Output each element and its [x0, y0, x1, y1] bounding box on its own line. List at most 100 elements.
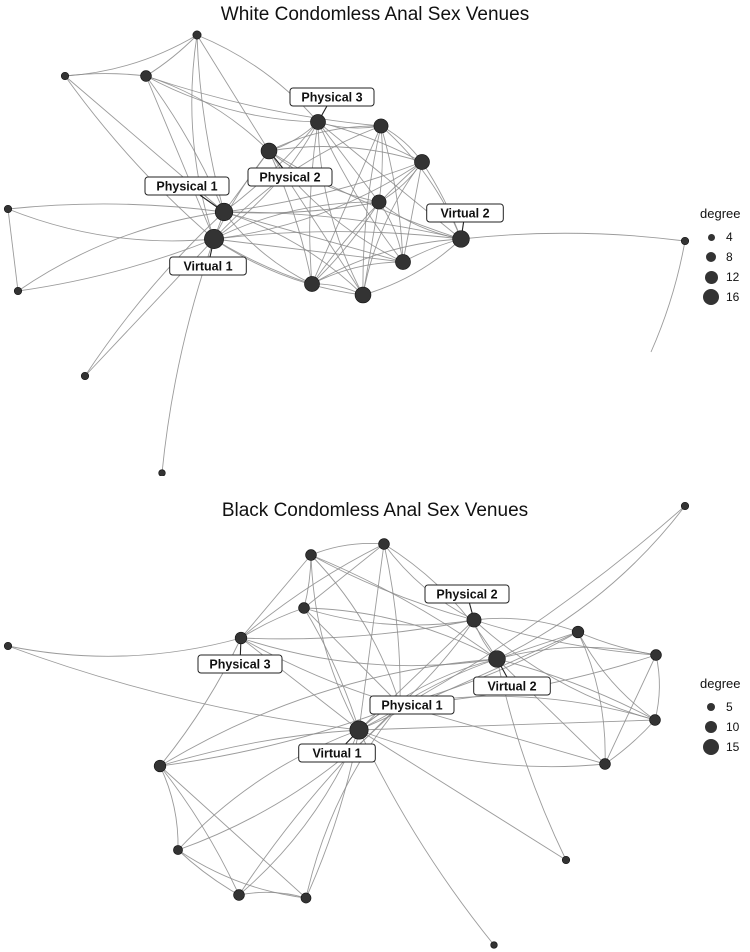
network-node — [680, 501, 690, 511]
network-node — [371, 194, 387, 210]
node-label-text: Virtual 1 — [312, 747, 361, 761]
network-edge — [303, 607, 498, 660]
network-node — [80, 371, 90, 381]
network-node — [378, 538, 390, 550]
network-edge — [473, 619, 656, 721]
white-legend-title: degree — [700, 206, 741, 221]
network-node — [158, 469, 166, 476]
white-legend-row: 12 — [700, 267, 740, 287]
node-label: Physical 2 — [247, 167, 333, 187]
network-edge — [145, 75, 319, 123]
network-edge — [238, 891, 307, 899]
network-edge — [378, 125, 383, 203]
network-node — [649, 714, 661, 726]
network-edge — [311, 161, 423, 285]
network-edge — [64, 73, 147, 77]
node-label-text: Virtual 1 — [183, 260, 232, 274]
network-edge — [7, 203, 225, 213]
network-edge — [213, 161, 423, 240]
network-node — [599, 758, 611, 770]
network-edge — [240, 554, 312, 639]
network-edge — [238, 704, 401, 896]
network-node — [414, 154, 430, 170]
network-node — [13, 286, 23, 296]
network-edge — [159, 765, 240, 896]
node-label-box — [169, 256, 247, 276]
network-node — [140, 70, 152, 82]
network-edge — [213, 238, 404, 263]
network-node — [488, 650, 506, 668]
black-legend-label: 15 — [726, 740, 740, 754]
network-edge — [223, 211, 364, 296]
network-node — [310, 114, 326, 130]
network-edge — [473, 619, 657, 656]
black-degree-legend: degree 5 10 15 — [700, 676, 740, 757]
node-label: Physical 3 — [289, 87, 375, 107]
network-node — [373, 118, 389, 134]
network-edge — [159, 658, 498, 767]
network-edge — [496, 646, 657, 660]
network-edge — [303, 607, 475, 626]
node-label-text: Virtual 2 — [487, 680, 536, 694]
network-edge — [496, 658, 656, 721]
network-edge — [7, 208, 215, 242]
network-edge — [240, 637, 498, 667]
network-node — [260, 142, 278, 160]
node-label-text: Physical 3 — [209, 658, 270, 672]
node-label-text: Physical 2 — [436, 588, 497, 602]
node-label: Physical 2 — [424, 584, 510, 604]
node-label-text: Physical 2 — [259, 171, 320, 185]
node-label-text: Physical 3 — [301, 91, 362, 105]
network-node — [650, 649, 662, 661]
legend-dot-xlarge — [703, 289, 719, 305]
network-node — [3, 641, 13, 651]
network-edge — [496, 658, 606, 765]
white-network-title: White Condomless Anal Sex Venues — [220, 4, 530, 25]
node-label-box — [144, 176, 230, 196]
black-network-panel: Black Condomless Anal Sex Venues Physica… — [0, 476, 750, 952]
network-node — [304, 276, 320, 292]
black-legend-label: 5 — [726, 700, 733, 714]
network-edge — [358, 729, 606, 768]
network-edge — [64, 34, 198, 77]
network-edge — [362, 125, 382, 296]
network-edge — [240, 543, 385, 639]
node-label-text: Physical 1 — [156, 180, 217, 194]
white-legend-label: 16 — [726, 290, 740, 304]
network-edge — [7, 637, 242, 657]
network-edge — [380, 125, 462, 240]
network-edge — [223, 161, 423, 213]
network-node — [173, 845, 183, 855]
network-edge — [145, 34, 198, 77]
white-legend-row: 4 — [700, 227, 740, 247]
network-node — [571, 625, 585, 639]
network-node — [60, 71, 70, 81]
node-label-box — [426, 203, 504, 223]
network-edge — [268, 150, 462, 240]
network-edge — [362, 201, 380, 296]
white-legend-row: 8 — [700, 247, 740, 267]
node-label-box — [369, 695, 455, 715]
node-label-text: Virtual 2 — [440, 207, 489, 221]
white-network-panel: White Condomless Anal Sex Venues Physica… — [3, 4, 741, 476]
network-edge — [604, 654, 657, 765]
network-edge — [223, 121, 319, 213]
legend-dot-medium — [705, 721, 717, 733]
network-edge — [310, 542, 385, 556]
network-edge — [303, 554, 312, 609]
network-edge — [7, 208, 19, 292]
network-edge — [159, 729, 360, 767]
network-edge — [196, 34, 270, 152]
black-legend-row: 10 — [700, 717, 740, 737]
network-edge — [604, 719, 656, 765]
network-node — [305, 549, 317, 561]
network-edge — [223, 211, 313, 285]
legend-dot-small — [707, 233, 715, 241]
white-legend-row: 16 — [700, 287, 740, 307]
node-label-box — [289, 87, 375, 107]
network-node — [298, 602, 310, 614]
network-edge — [496, 631, 579, 660]
node-label: Physical 1 — [144, 176, 230, 196]
node-label: Virtual 2 — [473, 676, 551, 696]
network-edge — [317, 121, 364, 296]
